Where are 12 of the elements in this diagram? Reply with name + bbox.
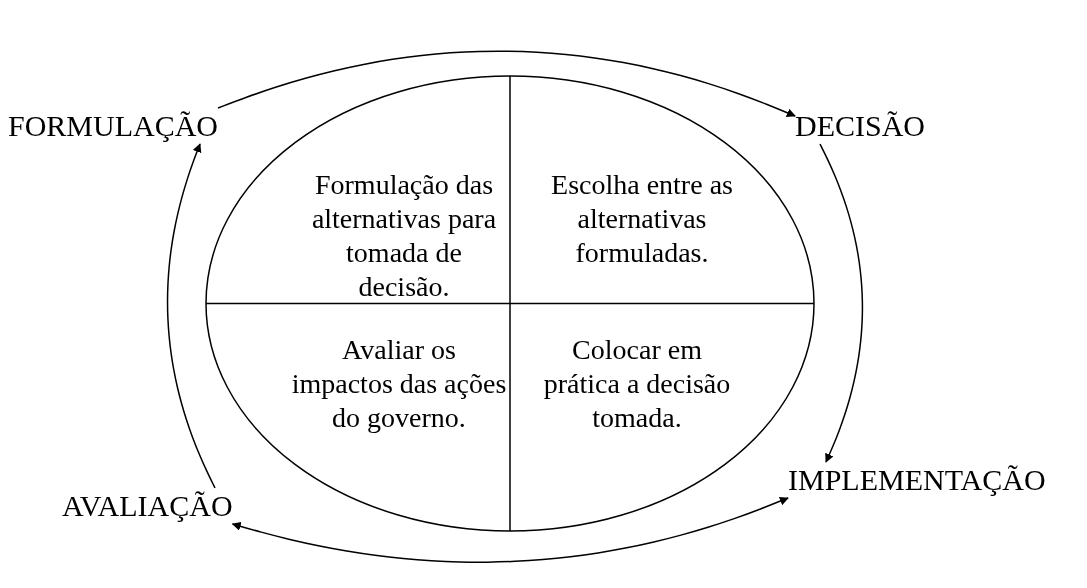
quadrant-text: Escolha entre as alternativas formuladas. [550, 168, 734, 270]
cycle-arrow [819, 143, 864, 463]
quadrant-text: Formulação das alternativas para tomada de decisão. [310, 168, 498, 304]
stage-label: IMPLEMENTAÇÃO [788, 462, 1046, 498]
cycle-arrow [166, 143, 216, 489]
stage-label: AVALIAÇÃO [62, 488, 233, 524]
stage-label: FORMULAÇÃO [8, 108, 219, 144]
cycle-arrow [231, 496, 789, 563]
cycle-arrow [217, 50, 796, 117]
quadrant-text: Avaliar os impactos das ações do governo. [290, 333, 508, 435]
stage-label: DECISÃO [795, 108, 925, 144]
quadrant-text: Colocar em prática a decisão tomada. [542, 333, 732, 435]
